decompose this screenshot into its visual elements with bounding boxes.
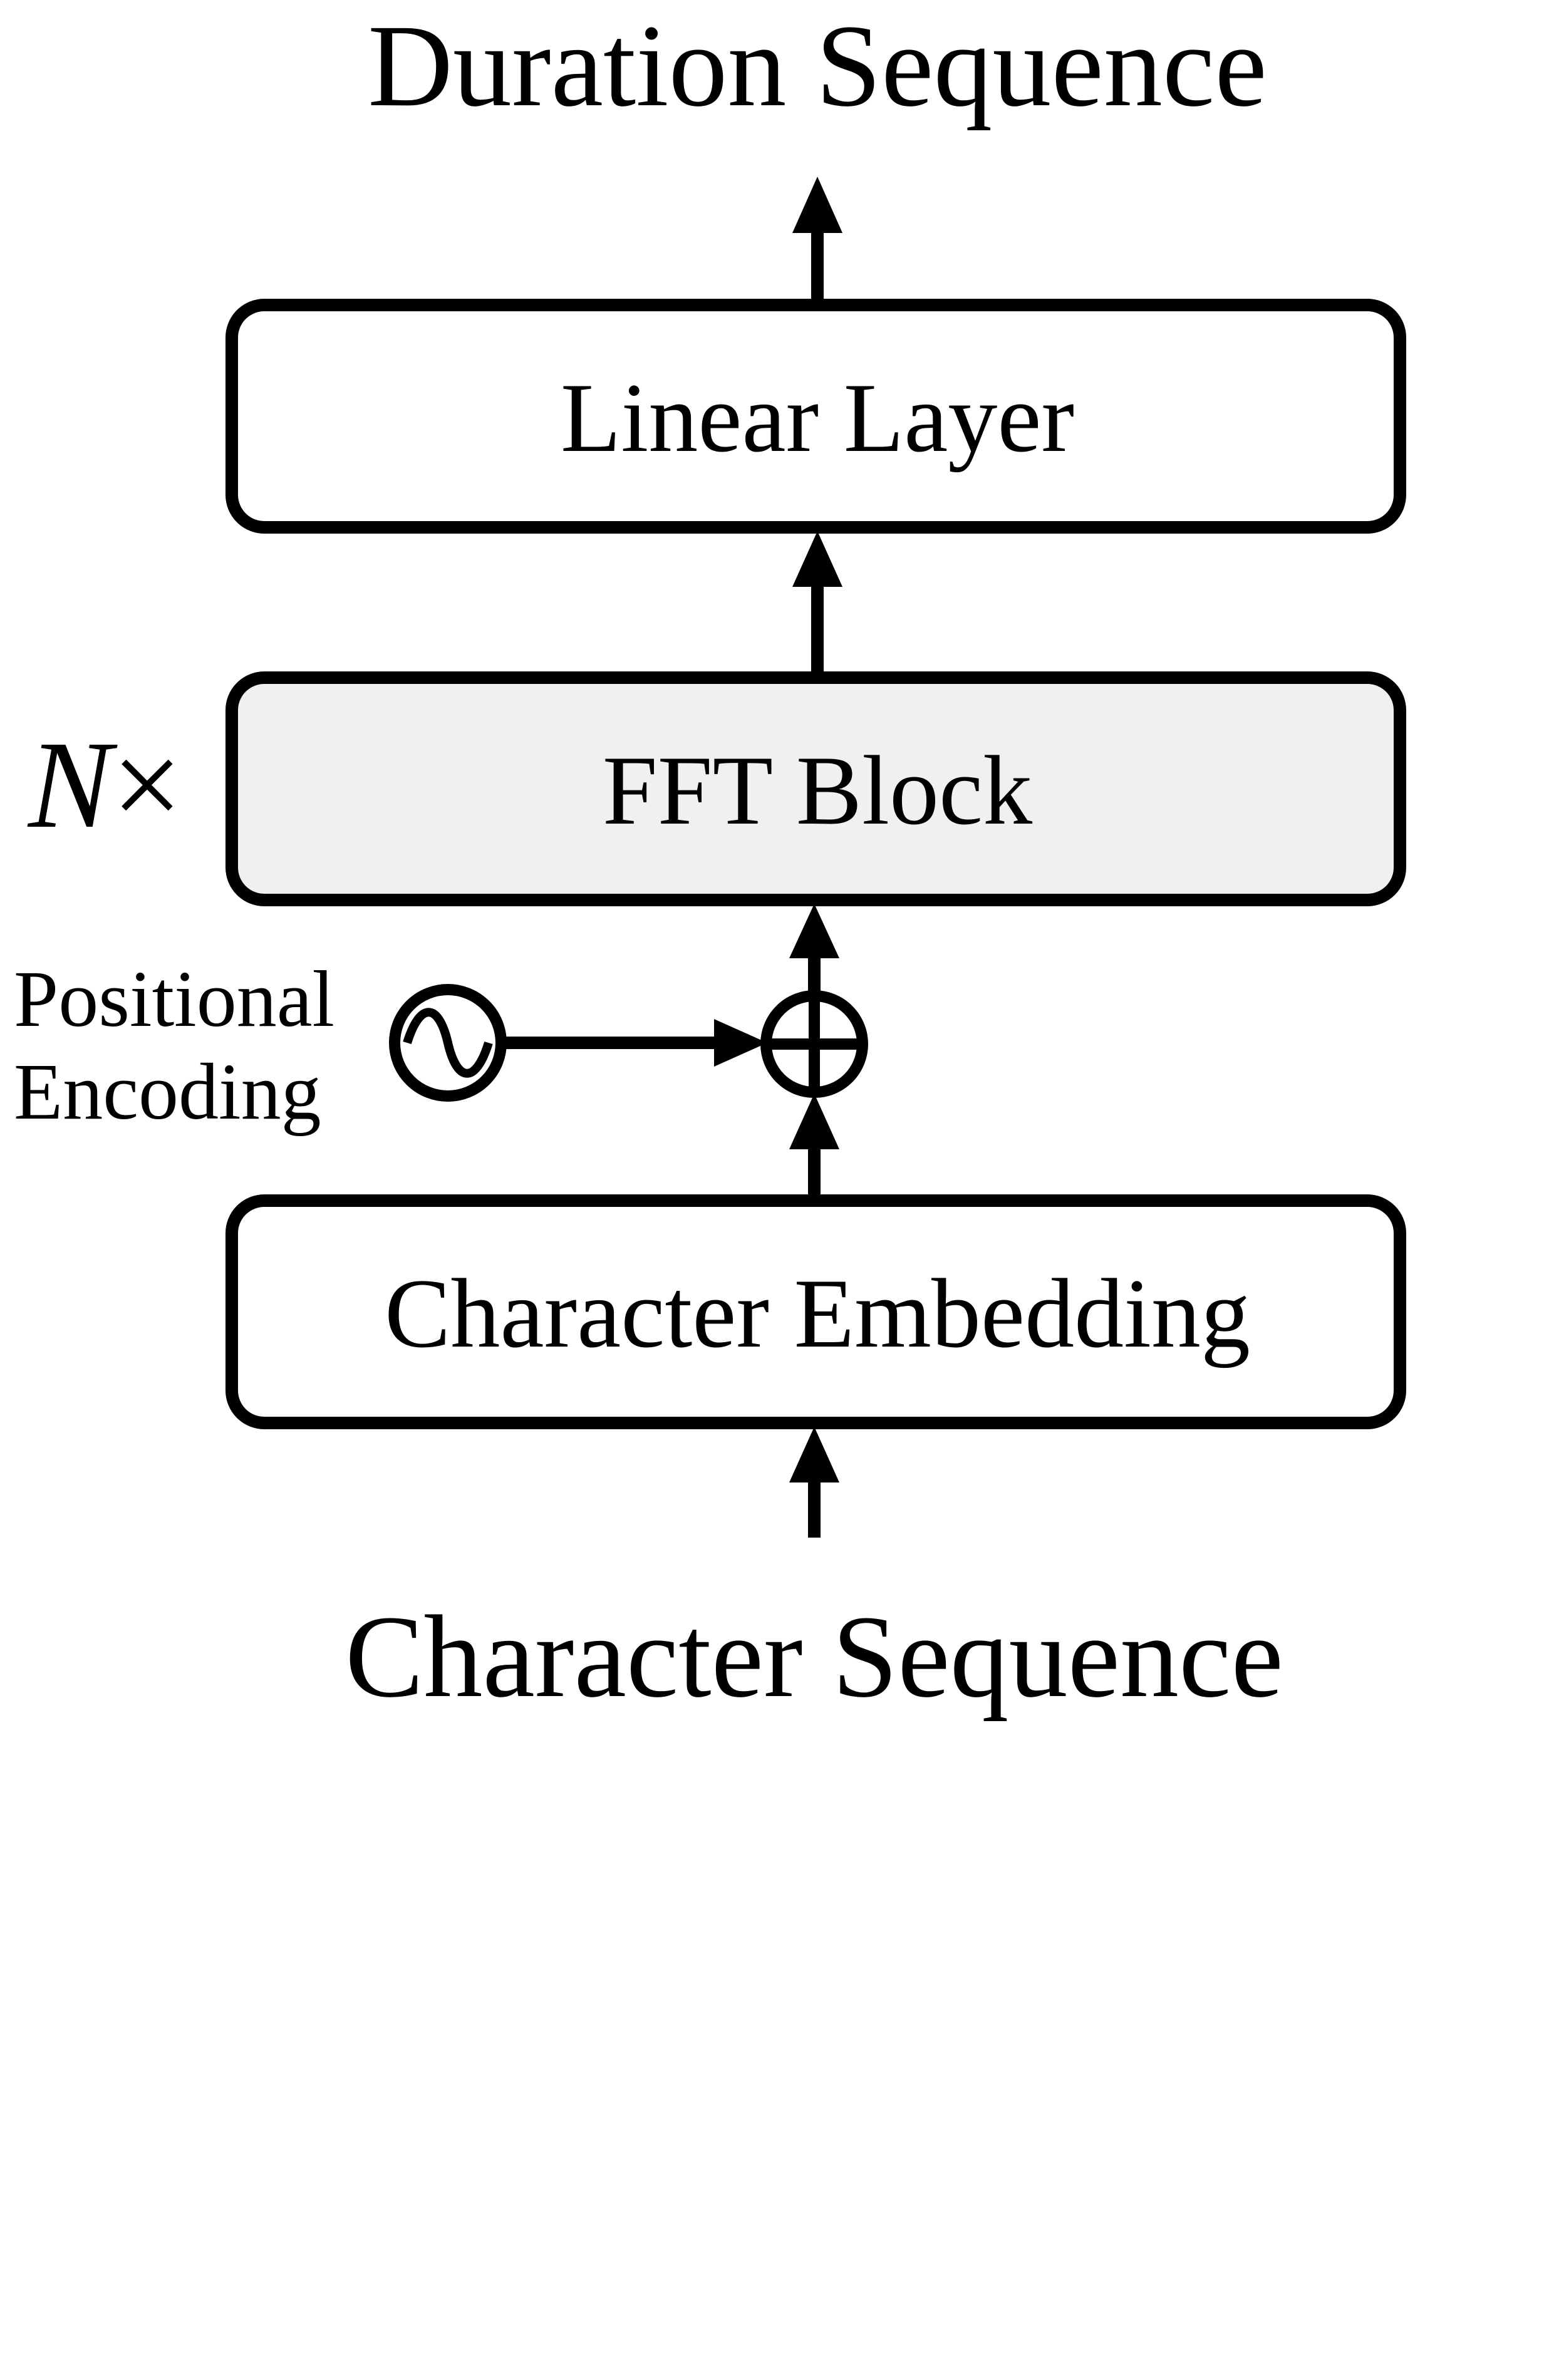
linear-layer-box (225, 299, 1406, 534)
arrowhead-linear-to-output (792, 177, 842, 233)
circle-plus-icon (760, 990, 868, 1098)
linear-layer-label: Linear Layer (561, 363, 1074, 473)
repeat-label: N× (27, 716, 182, 854)
positional-encoding-label: Positional Encoding (14, 955, 355, 1136)
fft-block-box (225, 671, 1406, 906)
arrowhead-adder-to-fft (789, 904, 839, 958)
fft-block-label: FFT Block (603, 736, 1032, 846)
arrowhead-embedding-to-adder (789, 1094, 839, 1149)
arrowhead-fft-to-linear (792, 531, 842, 587)
repeat-symbol: × (111, 716, 182, 854)
input-label: Character Sequence (345, 1591, 1283, 1722)
character-embedding-box (225, 1194, 1406, 1429)
arrowhead-posenc-to-adder (714, 1019, 767, 1067)
output-label: Duration Sequence (368, 0, 1267, 131)
arrowhead-input-to-embedding (789, 1427, 839, 1482)
positional-encoding-line1: Positional (14, 955, 334, 1043)
sine-wave-circle-icon (389, 984, 507, 1102)
repeat-variable: N (27, 716, 118, 854)
character-embedding-label: Character Embedding (385, 1259, 1250, 1368)
positional-encoding-line2: Encoding (14, 1047, 321, 1136)
